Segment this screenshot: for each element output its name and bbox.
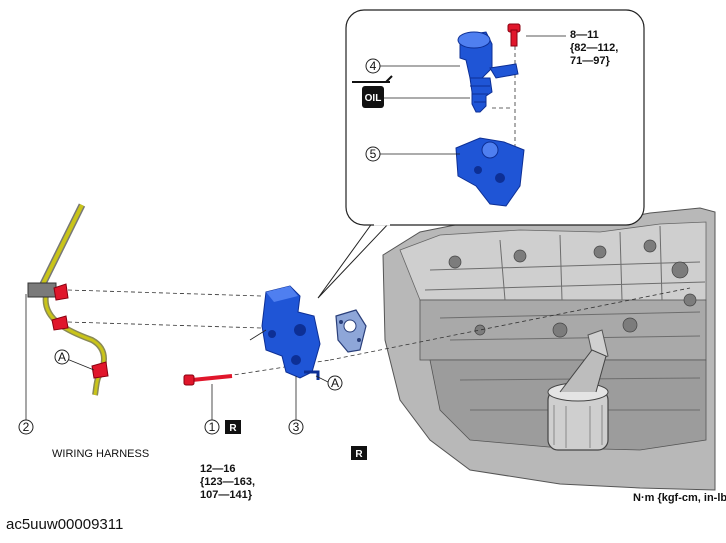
oil-control-valve-assembly — [261, 285, 321, 380]
oil-can-icon: OIL — [352, 75, 393, 108]
solenoid-detail-4 — [457, 31, 519, 113]
svg-text:R: R — [355, 449, 363, 460]
document-id: ac5uuw00009311 — [6, 516, 124, 533]
svg-text:2: 2 — [23, 420, 30, 434]
svg-text:71—97}: 71—97} — [570, 55, 610, 67]
svg-text:3: 3 — [293, 420, 300, 434]
harness-clip-upper — [53, 283, 69, 301]
bracket-detail-5 — [455, 137, 525, 207]
svg-text:{123—163,: {123—163, — [200, 476, 255, 488]
svg-text:R: R — [229, 423, 237, 434]
svg-text:1: 1 — [209, 420, 216, 434]
bolt-top-detail — [507, 23, 521, 47]
units-label: N·m {kgf-cm, in-lbf} — [633, 492, 726, 504]
callout-3: 3 — [288, 419, 304, 435]
svg-text:107—141}: 107—141} — [200, 489, 253, 501]
wiring-harness-label: WIRING HARNESS — [52, 448, 149, 460]
r-mark-gasket: R — [351, 446, 367, 460]
gasket-illustration — [335, 309, 367, 353]
harness-clip-mid — [51, 315, 69, 331]
callout-a-right: A — [327, 375, 343, 391]
engine-block-illustration — [382, 207, 716, 491]
dashed-guide-lines — [67, 46, 691, 379]
callout-1: 1 — [204, 419, 220, 435]
wiring-harness-illustration — [27, 203, 109, 396]
harness-clip-lower — [91, 361, 109, 379]
detail-callout-bubble — [317, 9, 645, 299]
oil-label: OIL — [365, 93, 382, 104]
svg-text:A: A — [331, 376, 339, 390]
torque-spec-top: 8—11 {82—112, 71—97} — [570, 29, 618, 67]
r-mark-bolt: R — [225, 420, 241, 434]
torque-spec-bolt1: 12—16 {123—163, 107—141} — [200, 463, 255, 501]
leader-lines — [25, 35, 566, 420]
svg-text:{82—112,: {82—112, — [570, 42, 618, 54]
oil-filter-illustration — [547, 329, 609, 451]
svg-text:A: A — [58, 350, 66, 364]
callout-4: 4 — [365, 58, 381, 74]
svg-text:12—16: 12—16 — [200, 463, 235, 475]
callout-a-left: A — [54, 349, 70, 365]
callout-5: 5 — [365, 146, 381, 162]
callout-2: 2 — [18, 419, 34, 435]
svg-text:8—11: 8—11 — [570, 29, 599, 41]
bolt-1 — [183, 374, 233, 386]
svg-text:4: 4 — [370, 59, 377, 73]
svg-text:5: 5 — [370, 147, 377, 161]
